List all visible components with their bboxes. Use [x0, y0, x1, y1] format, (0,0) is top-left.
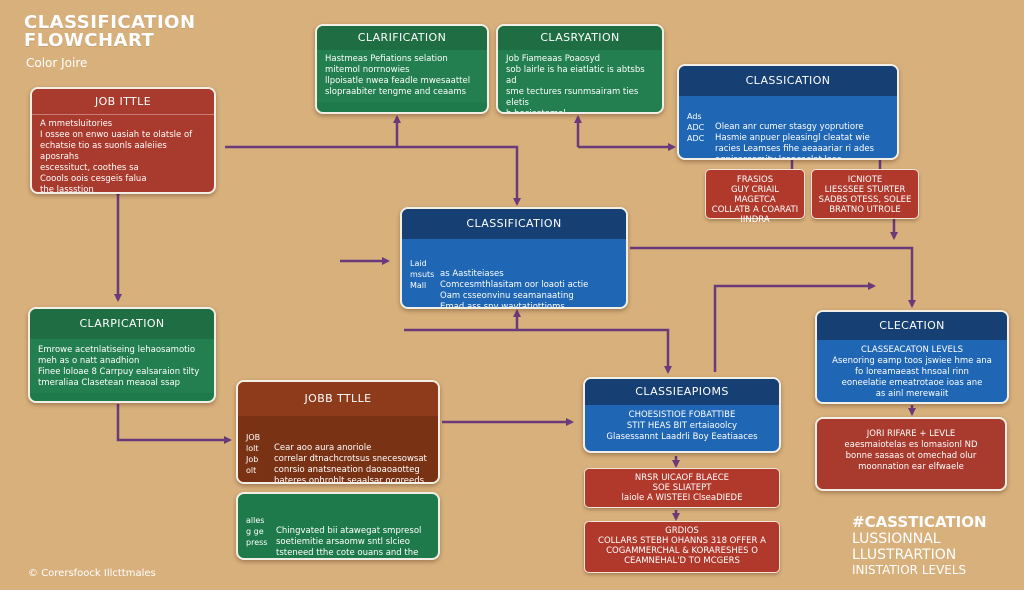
arrow-to-classieapioms [404, 328, 672, 374]
classyation-card-top[interactable]: CLASRYATION Job Fiameaas Poaosyd sob lai… [496, 24, 664, 114]
card-body-text: Cear aoo aura anoriole correlar dtnachcr… [274, 443, 427, 484]
footer-credit-text: Corersfoock Illcttmales [41, 568, 156, 579]
footer-caption-line-1: #CASSTICATION [852, 513, 987, 531]
card-body: Emrowe acetnlatiseing lehaosamotio meh a… [30, 339, 214, 393]
arrow-clarp-to-job-mid [116, 404, 232, 444]
card-body-text: Olean anr cumer stasgy yoprutiore Hasmie… [715, 122, 875, 160]
mini-box-grdios[interactable]: GRDIOS COLLARS STEBH OHANNS 318 OFFER A … [584, 521, 780, 573]
clarification-card-top[interactable]: CLARIFICATION Hastmeas Pefiations selati… [315, 24, 489, 114]
job-title-card-mid[interactable]: JOBB TTLLE JOB lolt Job olt Cear aoo aur… [236, 380, 440, 484]
card-body: JORI RIFARE + LEVLE eaesmaiotelas es lom… [844, 429, 978, 472]
card-body: Job Fiameaas Poaosyd sob lairle is ha ei… [498, 50, 662, 112]
card-side-labels: JOB lolt Job olt [246, 433, 261, 475]
page-subtitle: Color Joire [26, 56, 88, 70]
footer-caption: #CASSTICATION LUSSIONNAL LLUSTRARTION IN… [852, 513, 1012, 578]
card-body-text: as Aastiteiases Comcesmthlasitam oor loa… [440, 269, 589, 309]
green-card-bottom[interactable]: alles g ge press Chingvated bii atawegat… [236, 492, 440, 560]
card-body: alles g ge press Chingvated bii atawegat… [238, 494, 438, 558]
title-line-1: CLASSIFICATION [24, 12, 196, 33]
arrow-center-to-clecation [630, 246, 916, 308]
card-header: JOB ITTLE [32, 89, 214, 115]
card-side-labels: alles g ge press [246, 516, 268, 547]
footer-credit: © Corersfoock Illcttmales [28, 568, 156, 579]
mini-box-nrsr[interactable]: NRSR UICAOF BLAECE SOE SLIATEPT laiole A… [584, 468, 780, 508]
clarpication-card-left[interactable]: CLARPICATION Emrowe acetnlatiseing lehao… [28, 307, 216, 403]
card-header: CLASSIFICATION [402, 209, 626, 239]
job-rifare-card[interactable]: JORI RIFARE + LEVLE eaesmaiotelas es lom… [815, 417, 1007, 491]
card-header: CLASRYATION [498, 26, 662, 50]
classication-card-right[interactable]: CLASSICATION Ads ADC ADC Olean anr cumer… [677, 64, 899, 160]
card-body: CHOESISTIOE FOBATTIBE STIT HEAS BIT erta… [606, 410, 758, 442]
card-body-text: Chingvated bii atawegat smpresol soetiem… [276, 526, 422, 558]
mini-box-frasios[interactable]: FRASIOS GUY CRIAIL MAGETCA COLLATB A COA… [705, 169, 805, 225]
page-title: CLASSIFICATION FLOWCHART [24, 14, 196, 50]
job-title-card-top[interactable]: JOB ITTLE A mmetsluitories I ossee on en… [30, 87, 216, 194]
classieapioms-card[interactable]: CLASSIEAPIOMS CHOESISTIOE FOBATTIBE STIT… [583, 377, 781, 453]
arrow-job-to-center [225, 145, 521, 206]
footer-caption-line-3: LLUSTRARTION [852, 547, 957, 563]
card-header: CLASSICATION [679, 66, 897, 96]
footer-caption-line-2: LUSSIONNAL [852, 531, 941, 547]
mini-box-icniote[interactable]: ICNIOTE LIESSSEE STURTER SADBS OTESS, SO… [811, 169, 919, 219]
title-line-2: FLOWCHART [24, 30, 155, 51]
card-header: CLARPICATION [30, 309, 214, 339]
card-side-labels: Ads ADC ADC [687, 112, 705, 143]
card-body: Laid msuts Mall as Aastiteiases Comcesmt… [402, 239, 626, 309]
classification-card-center[interactable]: CLASSIFICATION Laid msuts Mall as Aastit… [400, 207, 628, 309]
card-body: Hastmeas Pefiations selation mitemol nor… [317, 50, 487, 102]
card-header: CLARIFICATION [317, 26, 487, 50]
card-body: CLASSEACATON LEVELS Asenoring eamp toos … [832, 345, 992, 399]
card-body: JOB lolt Job olt Cear aoo aura anoriole … [238, 416, 438, 484]
clecation-card[interactable]: CLECATION CLASSEACATON LEVELS Asenoring … [815, 310, 1009, 404]
card-body: A mmetsluitories I ossee on enwo uasiah … [40, 119, 193, 194]
copyright-icon: © [28, 568, 38, 579]
card-header: CLASSIEAPIOMS [585, 379, 779, 405]
footer-caption-line-4: INISTATIOR LEVELS [852, 563, 967, 577]
card-side-labels: Laid msuts Mall [410, 259, 435, 290]
card-body: Ads ADC ADC Olean anr cumer stasgy yopru… [679, 96, 897, 160]
card-header: JOBB TTLLE [238, 382, 438, 416]
card-header: CLECATION [817, 312, 1007, 340]
arrow-to-right-branch [713, 282, 876, 372]
